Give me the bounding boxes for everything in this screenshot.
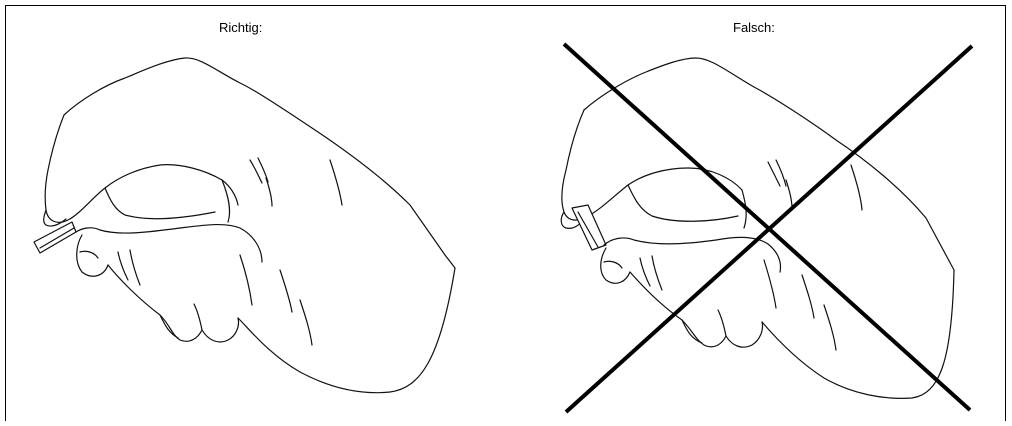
cross-out-icon	[564, 44, 972, 412]
hand-holding-card-icon	[0, 0, 506, 426]
panel-wrong: Falsch:	[506, 0, 1012, 426]
panel-correct: Richtig:	[0, 0, 506, 426]
hand-holding-card-icon	[506, 0, 1012, 426]
